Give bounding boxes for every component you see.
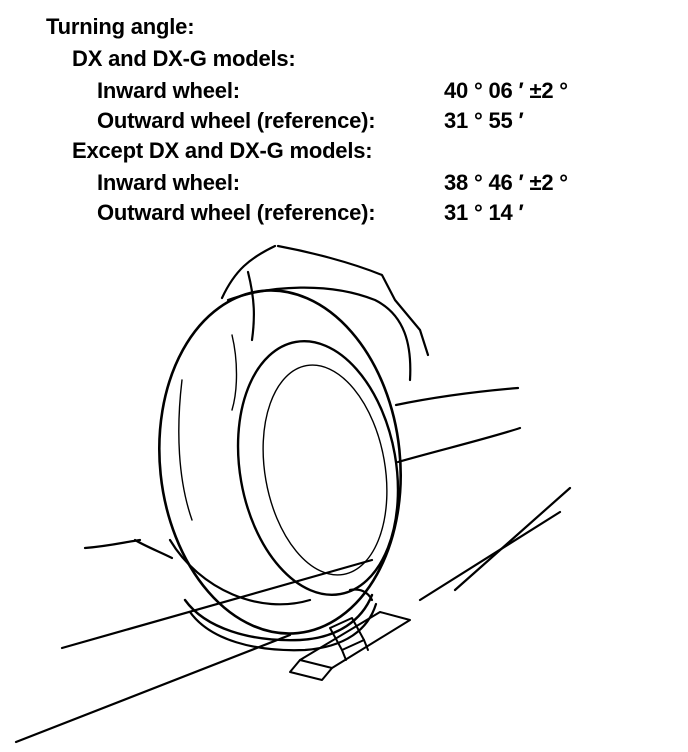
row-value-outward-except: 31 ° 14 ′ bbox=[444, 200, 524, 225]
row-label-outward-dx: Outward wheel (reference): bbox=[97, 108, 376, 133]
row-label-outward-except: Outward wheel (reference): bbox=[97, 200, 376, 225]
group-title-dx: DX and DX-G models: bbox=[72, 46, 296, 71]
spec-heading: Turning angle: bbox=[46, 14, 195, 39]
row-value-outward-dx: 31 ° 55 ′ bbox=[444, 108, 524, 133]
row-value-inward-except: 38 ° 46 ′ ±2 ° bbox=[444, 170, 568, 195]
turning-angle-spec: Turning angle: DX and DX-G models: Inwar… bbox=[0, 0, 688, 240]
group-title-except: Except DX and DX-G models: bbox=[72, 138, 373, 163]
row-label-inward-dx: Inward wheel: bbox=[97, 78, 240, 103]
row-label-inward-except: Inward wheel: bbox=[97, 170, 240, 195]
wheel-on-turning-radius-gauge-icon bbox=[0, 236, 688, 752]
row-value-inward-dx: 40 ° 06 ′ ±2 ° bbox=[444, 78, 568, 103]
